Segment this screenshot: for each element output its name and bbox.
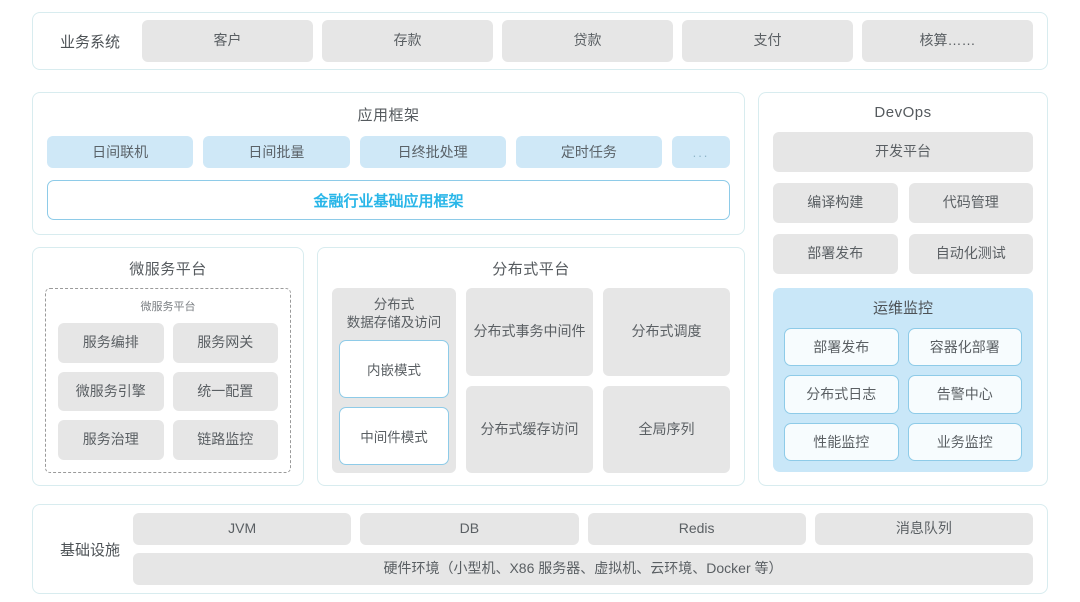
devops-column: DevOps 开发平台 编译构建 代码管理 部署发布 自动化测试 运维监控 部署…	[758, 92, 1048, 486]
distributed-item-0[interactable]: 分布式 事务中间件	[466, 288, 593, 376]
infrastructure-item-redis[interactable]: Redis	[587, 513, 806, 545]
distributed-platform-title: 分布式平台	[492, 261, 570, 278]
distributed-item-1[interactable]: 分布式调度	[603, 288, 730, 376]
business-system-item-1[interactable]: 存款	[322, 20, 493, 62]
infrastructure-item-jvm[interactable]: JVM	[133, 513, 352, 545]
microservice-item-1[interactable]: 服务网关	[172, 323, 278, 363]
devops-item-deploy[interactable]: 部署发布	[773, 234, 898, 274]
distributed-item-2[interactable]: 分布式 缓存访问	[466, 385, 593, 473]
distributed-storage-title-line2: 数据存储及访问	[346, 314, 442, 330]
business-system-item-3[interactable]: 支付	[682, 20, 853, 62]
distributed-item-3[interactable]: 全局序列	[603, 385, 730, 473]
devops-panel: DevOps 开发平台 编译构建 代码管理 部署发布 自动化测试 运维监控 部署…	[758, 92, 1048, 486]
microservice-item-0[interactable]: 服务编排	[58, 323, 164, 363]
distributed-body: 分布式 数据存储及访问 内嵌模式 中间件模式	[332, 288, 730, 473]
app-framework-chip-3[interactable]: 定时任务	[515, 136, 662, 168]
ops-item-4[interactable]: 性能监控	[784, 422, 899, 461]
microservice-inner-label: 微服务平台	[140, 301, 196, 313]
lower-platform-row: 微服务平台 微服务平台 服务编排 服务网关 微服务引擎 统一配置 服务治理 链路…	[32, 247, 745, 486]
distributed-storage-title: 分布式 数据存储及访问	[339, 296, 449, 331]
devops-title: DevOps	[874, 104, 932, 121]
ops-monitoring-grid: 部署发布 容器化部署 分布式日志 告警中心 性能监控 业务监控	[784, 328, 1022, 461]
microservice-item-2[interactable]: 微服务引擎	[58, 371, 164, 412]
business-system-item-2[interactable]: 贷款	[502, 20, 673, 62]
middle-section: 应用框架 日间联机 日间批量 日终批处理 定时任务 ... 金融行业基础应用框架…	[32, 92, 1048, 486]
microservice-item-grid: 服务编排 服务网关 微服务引擎 统一配置 服务治理 链路监控	[58, 323, 278, 460]
infrastructure-item-row: JVM DB Redis 消息队列	[133, 513, 1033, 545]
business-system-item-0[interactable]: 客户	[142, 20, 313, 62]
ops-item-3[interactable]: 告警中心	[907, 375, 1022, 414]
app-framework-panel: 应用框架 日间联机 日间批量 日终批处理 定时任务 ... 金融行业基础应用框架	[32, 92, 745, 235]
ops-monitoring-panel: 运维监控 部署发布 容器化部署 分布式日志 告警中心 性能监控 业务监控	[773, 288, 1033, 472]
ops-item-1[interactable]: 容器化部署	[907, 328, 1022, 367]
ops-item-2[interactable]: 分布式日志	[784, 375, 899, 414]
devops-pair-row-2: 部署发布 自动化测试	[773, 234, 1033, 274]
infrastructure-panel: 基础设施 JVM DB Redis 消息队列 硬件环境（小型机、X86 服务器、…	[32, 504, 1048, 594]
distributed-item-0-line2: 事务中间件	[515, 323, 586, 339]
distributed-storage-modes: 内嵌模式 中间件模式	[339, 340, 449, 465]
app-framework-chip-0[interactable]: 日间联机	[47, 136, 194, 168]
devops-dev-platform[interactable]: 开发平台	[773, 132, 1033, 172]
microservice-platform-title: 微服务平台	[129, 261, 207, 278]
infrastructure-item-mq[interactable]: 消息队列	[814, 513, 1033, 545]
microservice-platform-panel: 微服务平台 微服务平台 服务编排 服务网关 微服务引擎 统一配置 服务治理 链路…	[32, 247, 304, 486]
infrastructure-label: 基础设施	[59, 541, 120, 559]
distributed-storage-card[interactable]: 分布式 数据存储及访问 内嵌模式 中间件模式	[332, 288, 456, 473]
business-systems-panel: 业务系统 客户 存款 贷款 支付 核算……	[32, 12, 1048, 70]
app-framework-chip-row: 日间联机 日间批量 日终批处理 定时任务 ...	[47, 136, 730, 168]
ops-monitoring-title: 运维监控	[872, 300, 933, 317]
infrastructure-item-db[interactable]: DB	[360, 513, 579, 545]
microservice-item-3[interactable]: 统一配置	[172, 371, 278, 412]
business-system-item-4[interactable]: 核算……	[862, 20, 1033, 62]
distributed-item-0-line1: 分布式	[473, 323, 516, 339]
microservice-item-4[interactable]: 服务治理	[58, 420, 164, 460]
platform-column: 应用框架 日间联机 日间批量 日终批处理 定时任务 ... 金融行业基础应用框架…	[32, 92, 745, 486]
devops-item-build[interactable]: 编译构建	[773, 183, 898, 223]
distributed-storage-title-line1: 分布式	[373, 297, 415, 312]
microservice-item-5[interactable]: 链路监控	[172, 420, 278, 460]
storage-mode-middleware[interactable]: 中间件模式	[339, 407, 449, 465]
app-framework-chip-1[interactable]: 日间批量	[203, 136, 350, 168]
app-framework-title: 应用框架	[357, 107, 420, 124]
infrastructure-hardware-bar[interactable]: 硬件环境（小型机、X86 服务器、虚拟机、云环境、Docker 等）	[133, 553, 1033, 585]
ops-item-0[interactable]: 部署发布	[784, 328, 899, 367]
distributed-item-grid: 分布式 事务中间件 分布式调度 分布式 缓存访问 全局序列	[466, 288, 730, 473]
infrastructure-body: JVM DB Redis 消息队列 硬件环境（小型机、X86 服务器、虚拟机、云…	[133, 513, 1033, 585]
app-framework-chip-2[interactable]: 日终批处理	[359, 136, 506, 168]
distributed-item-2-line2: 缓存访问	[522, 420, 579, 437]
financial-base-framework-band: 金融行业基础应用框架	[47, 180, 730, 220]
devops-pair-row-1: 编译构建 代码管理	[773, 183, 1033, 223]
distributed-item-2-line1: 分布式	[480, 420, 523, 437]
ops-item-5[interactable]: 业务监控	[907, 422, 1022, 461]
distributed-storage-column: 分布式 数据存储及访问 内嵌模式 中间件模式	[332, 288, 456, 473]
devops-item-code-management[interactable]: 代码管理	[908, 183, 1033, 223]
business-systems-label: 业务系统	[59, 33, 120, 51]
distributed-platform-panel: 分布式平台 分布式 数据存储及访问 内嵌模式 中间件模式	[317, 247, 745, 486]
devops-item-auto-test[interactable]: 自动化测试	[908, 234, 1033, 274]
microservice-dashed-group: 微服务平台 服务编排 服务网关 微服务引擎 统一配置 服务治理 链路监控	[45, 288, 291, 473]
storage-mode-embedded[interactable]: 内嵌模式	[339, 340, 449, 399]
app-framework-more-chip[interactable]: ...	[672, 136, 730, 168]
